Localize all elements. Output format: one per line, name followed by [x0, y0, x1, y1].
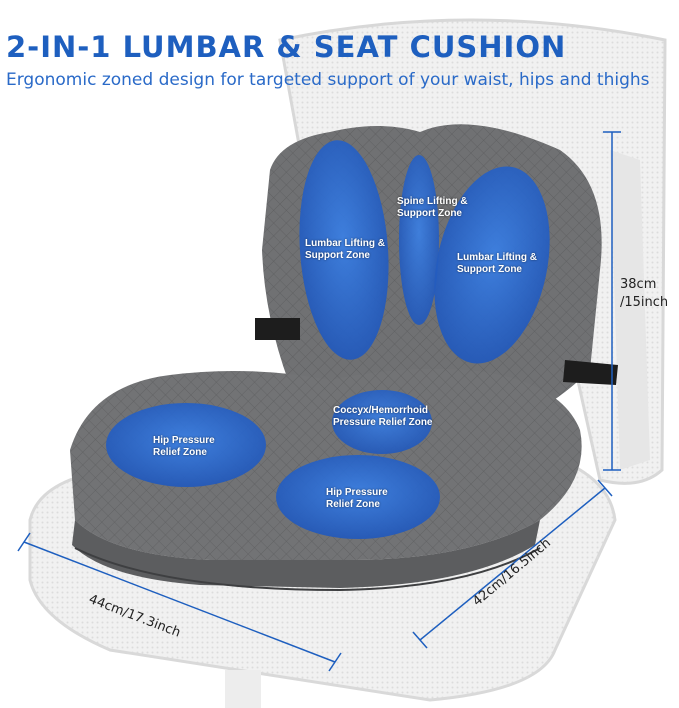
label-line: Pressure Relief Zone [333, 417, 433, 428]
label-line: /15inch [620, 295, 669, 310]
label-lumbar-right: Lumbar Lifting & Support Zone [457, 252, 537, 276]
zone-spine [399, 155, 439, 325]
support-zones [106, 140, 550, 539]
cushion-strap [255, 318, 618, 385]
label-line: Coccyx/Hemorrhoid [333, 405, 429, 416]
label-line: Relief Zone [326, 499, 380, 510]
zone-coccyx [332, 390, 432, 454]
label-spine: Spine Lifting & Support Zone [397, 196, 468, 220]
label-line: Support Zone [457, 264, 522, 275]
zone-lumbar-right [434, 166, 550, 364]
label-line: Hip Pressure [326, 487, 388, 498]
zone-lumbar-left [299, 140, 389, 360]
label-hip-right: Hip Pressure Relief Zone [326, 487, 388, 511]
label-line: Hip Pressure [153, 435, 215, 446]
label-line: Lumbar Lifting & [457, 252, 537, 263]
label-line: 38cm [620, 277, 657, 292]
label-line: Support Zone [305, 250, 370, 261]
height-dimension-label: 38cm /15inch [620, 276, 668, 312]
product-title: 2-IN-1 LUMBAR & SEAT CUSHION [6, 30, 567, 64]
dimension-lines [17, 131, 621, 672]
label-lumbar-left: Lumbar Lifting & Support Zone [305, 238, 385, 262]
zone-hip-left [106, 403, 266, 487]
zone-hip-right [276, 455, 440, 539]
width-dimension-line [23, 541, 336, 663]
label-coccyx: Coccyx/Hemorrhoid Pressure Relief Zone [333, 405, 432, 429]
label-line: Spine Lifting & [397, 196, 468, 207]
label-hip-left: Hip Pressure Relief Zone [153, 435, 215, 459]
label-line: Relief Zone [153, 447, 207, 458]
depth-dimension-line [419, 487, 606, 641]
label-line: Lumbar Lifting & [305, 238, 385, 249]
label-line: Support Zone [397, 208, 462, 219]
product-subtitle: Ergonomic zoned design for targeted supp… [6, 70, 650, 90]
